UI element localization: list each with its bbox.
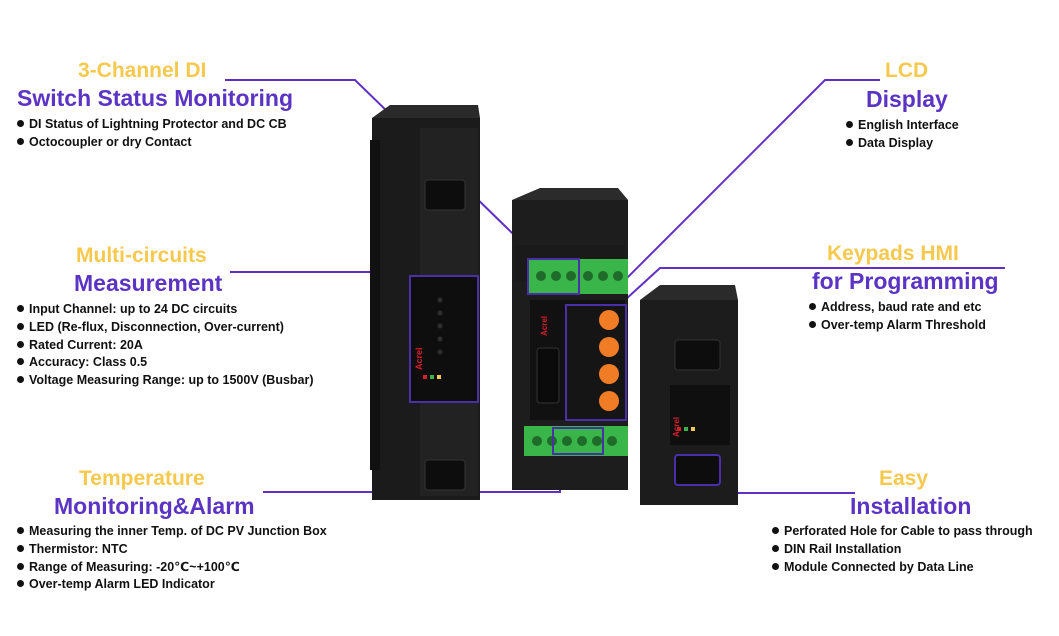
bullet-item: DIN Rail Installation bbox=[772, 541, 1033, 559]
bullet-item: Module Connected by Data Line bbox=[772, 559, 1033, 577]
bullet-item: Input Channel: up to 24 DC circuits bbox=[17, 301, 314, 319]
feature-installation-bullets: Perforated Hole for Cable to pass throug… bbox=[772, 523, 1033, 576]
bullet-item: Voltage Measuring Range: up to 1500V (Bu… bbox=[17, 372, 314, 390]
bullet-item: Thermistor: NTC bbox=[17, 541, 327, 559]
leader-line-di bbox=[225, 79, 546, 266]
right-module bbox=[640, 285, 738, 505]
feature-measurement-bullets: Input Channel: up to 24 DC circuits LED … bbox=[17, 301, 314, 390]
bullet-item: English Interface bbox=[846, 117, 959, 135]
top-terminal-block bbox=[527, 258, 628, 295]
brand-logo-center: Acrel bbox=[540, 315, 549, 336]
feature-measurement-title-line1: Multi-circuits bbox=[76, 244, 207, 267]
feature-temperature-title-line1: Temperature bbox=[79, 467, 205, 490]
center-module bbox=[512, 188, 628, 490]
left-module bbox=[370, 105, 480, 500]
feature-measurement-title-line2: Measurement bbox=[74, 270, 223, 296]
bullet-item: Range of Measuring: -20℃~+100℃ bbox=[17, 559, 327, 577]
brand-logo-right: Acrel bbox=[672, 416, 681, 437]
feature-lcd-bullets: English Interface Data Display bbox=[846, 117, 959, 153]
feature-di-title-line2: Switch Status Monitoring bbox=[17, 85, 293, 111]
bullet-item: Accuracy: Class 0.5 bbox=[17, 354, 314, 372]
leader-line-keypads bbox=[624, 267, 1005, 301]
keypad-buttons bbox=[599, 310, 619, 411]
bullet-item: DI Status of Lightning Protector and DC … bbox=[17, 116, 287, 134]
feature-lcd-title-line2: Display bbox=[866, 86, 948, 112]
feature-lcd-title-line1: LCD bbox=[885, 59, 929, 82]
bullet-item: Perforated Hole for Cable to pass throug… bbox=[772, 523, 1033, 541]
bullet-item: Data Display bbox=[846, 135, 959, 153]
feature-temperature-title-line2: Monitoring&Alarm bbox=[54, 493, 255, 519]
bullet-item: Address, baud rate and etc bbox=[809, 299, 986, 317]
bullet-item: Rated Current: 20A bbox=[17, 337, 314, 355]
bullet-item: Octocoupler or dry Contact bbox=[17, 134, 287, 152]
bullet-item: Measuring the inner Temp. of DC PV Junct… bbox=[17, 523, 327, 541]
feature-keypads-bullets: Address, baud rate and etc Over-temp Ala… bbox=[809, 299, 986, 335]
feature-installation-title-line1: Easy bbox=[879, 467, 929, 490]
leader-line-lcd bbox=[599, 79, 880, 306]
feature-installation-title-line2: Installation bbox=[850, 493, 972, 519]
brand-logo-left: Acrel bbox=[414, 347, 424, 370]
feature-di-bullets: DI Status of Lightning Protector and DC … bbox=[17, 116, 287, 152]
bullet-item: LED (Re-flux, Disconnection, Over-curren… bbox=[17, 319, 314, 337]
feature-temperature-bullets: Measuring the inner Temp. of DC PV Junct… bbox=[17, 523, 327, 594]
bottom-terminal-block bbox=[524, 426, 628, 456]
feature-di-title-line1: 3-Channel DI bbox=[78, 59, 207, 82]
feature-keypads-title-line1: Keypads HMI bbox=[827, 242, 959, 265]
feature-keypads-title-line2: for Programming bbox=[812, 268, 999, 294]
bullet-item: Over-temp Alarm LED Indicator bbox=[17, 576, 327, 594]
bullet-item: Over-temp Alarm Threshold bbox=[809, 317, 986, 335]
